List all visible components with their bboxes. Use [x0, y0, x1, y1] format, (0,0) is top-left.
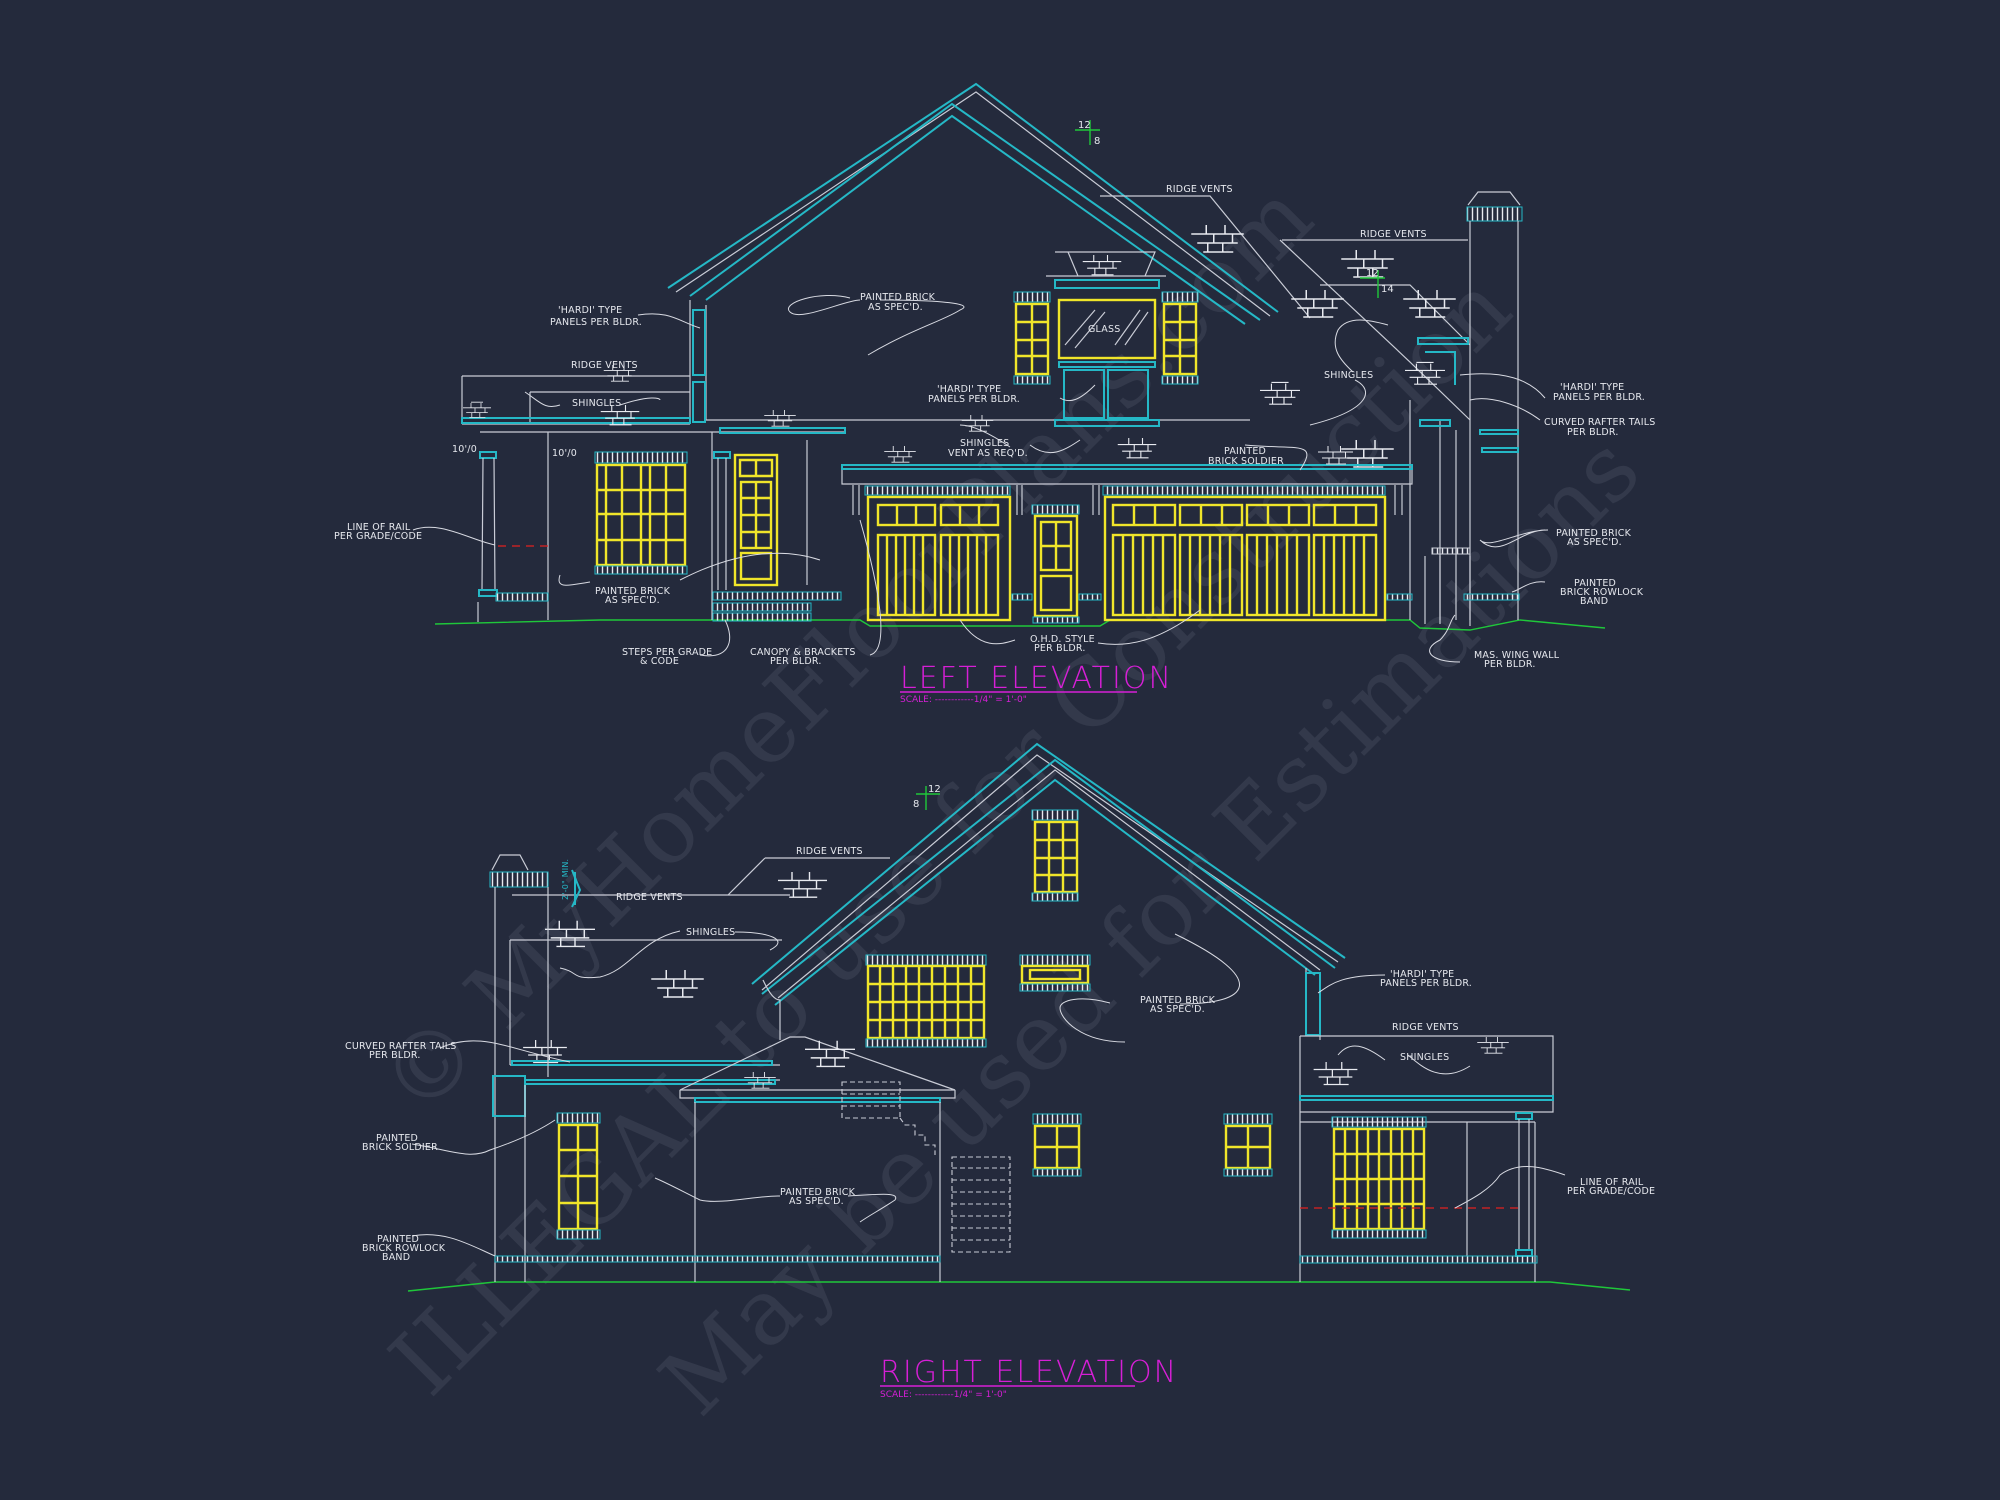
svg-text:8: 8	[1094, 136, 1100, 147]
left-elevation-title: LEFT ELEVATION	[900, 661, 1173, 696]
pitch-symbol-right: 12 8	[913, 784, 941, 810]
svg-text:14: 14	[1381, 284, 1394, 295]
pitch-symbol-main: 12 8	[1075, 120, 1100, 147]
plate-height-porch: 10'/0	[552, 448, 577, 459]
label-shingles-porch: SHINGLES	[1400, 1052, 1449, 1063]
label-ridge-vents-right: RIDGE VENTS	[1360, 229, 1427, 240]
left-elevation-drawing: 10'/0 10'/0	[334, 82, 1655, 705]
svg-text:12: 12	[1078, 120, 1091, 131]
right-elevation-title: RIGHT ELEVATION	[880, 1355, 1178, 1390]
right-elevation-drawing: 2'-0" MIN.	[345, 742, 1655, 1400]
label-ridge-vents-upper: RIDGE VENTS	[796, 846, 863, 857]
label-steps: STEPS PER GRADE& CODE	[622, 647, 712, 667]
svg-text:12: 12	[928, 784, 941, 795]
label-ridge-vents-porch: RIDGE VENTS	[1392, 1022, 1459, 1033]
label-shingles-left: SHINGLES	[572, 398, 621, 409]
label-ridge-vents-left: RIDGE VENTS	[571, 360, 638, 371]
label-ridge-vents-top: RIDGE VENTS	[1166, 184, 1233, 195]
svg-text:12: 12	[1366, 268, 1379, 279]
label-glass: GLASS	[1088, 324, 1120, 335]
label-shingles-right-elev: SHINGLES	[686, 927, 735, 938]
chimney-dimension: 2'-0" MIN.	[561, 859, 570, 900]
watermark-line-2: ILLEGAL to use for Construction	[370, 254, 1531, 1415]
label-shingles-right: SHINGLES	[1324, 370, 1373, 381]
right-elevation-scale: SCALE: ------------1/4" = 1'-0"	[880, 1390, 1007, 1400]
svg-text:8: 8	[913, 799, 919, 810]
plate-height-left: 10'/0	[452, 444, 477, 455]
left-elevation-scale: SCALE: ------------1/4" = 1'-0"	[900, 695, 1027, 705]
label-ridge-vents-lower: RIDGE VENTS	[616, 892, 683, 903]
pitch-symbol-rear: 12 14	[1360, 268, 1394, 298]
